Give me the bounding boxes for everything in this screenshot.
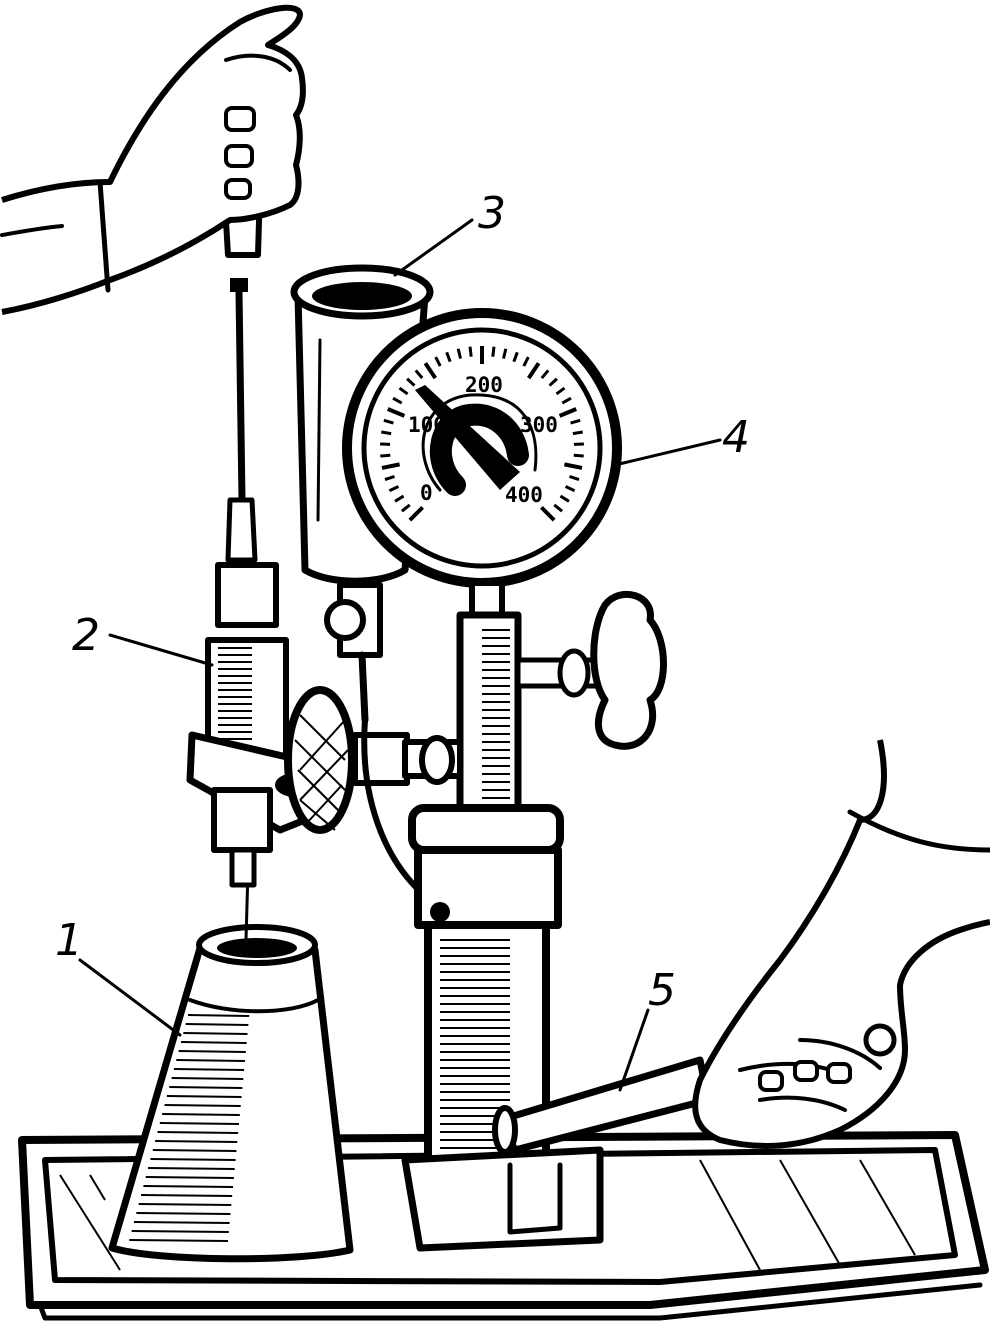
gauge-needle — [415, 385, 520, 490]
hand-lower-right — [692, 739, 990, 1149]
callout-3-label: 3 — [478, 188, 506, 239]
gauge-label-300: 300 — [520, 413, 558, 437]
hand-upper-left — [0, 4, 306, 315]
callout-leaders — [78, 218, 722, 1092]
gauge-label-200: 200 — [465, 373, 503, 397]
gauge-label-400: 400 — [505, 483, 543, 507]
callout-5-label: 5 — [648, 965, 676, 1016]
pump-column — [352, 590, 667, 1252]
callout-4-label: 4 — [722, 412, 750, 463]
fuel-collector-cone — [108, 868, 354, 1263]
gauge-label-0: 0 — [420, 481, 433, 505]
callout-1-label: 1 — [55, 915, 83, 966]
pressure-gauge: 0 100 200 300 400 — [342, 308, 622, 618]
callout-2-label: 2 — [72, 610, 100, 661]
